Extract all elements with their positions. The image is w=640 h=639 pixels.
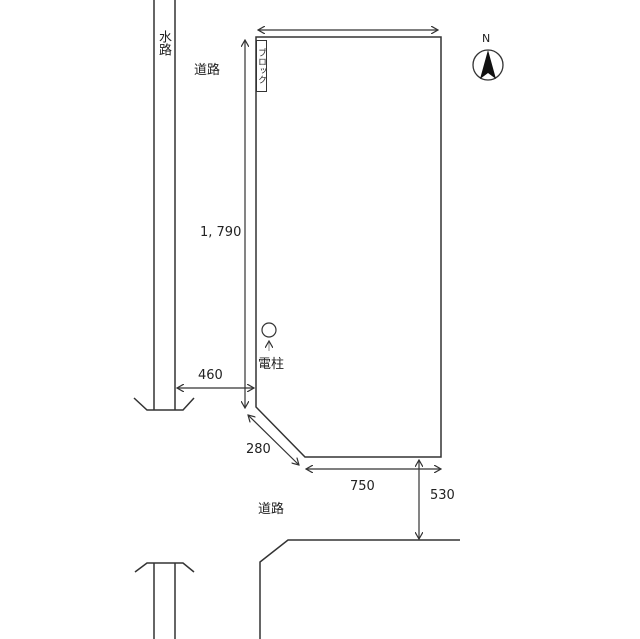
waterway-upper [133, 0, 195, 411]
lot-boundary [255, 36, 442, 458]
road-edge [259, 539, 460, 639]
utility-pole-label: 電柱 [258, 357, 285, 372]
dim-460-label: 460 [198, 368, 223, 383]
road-label-top: 道路 [194, 63, 221, 78]
road-label-bottom: 道路 [258, 502, 285, 517]
block-wall-label: ブロック [256, 40, 267, 92]
north-compass-icon [472, 49, 504, 81]
waterway-lower [134, 562, 195, 639]
utility-pole-icon [261, 322, 277, 338]
dim-left-label: 1, 790 [200, 225, 242, 240]
north-label: N [482, 32, 491, 45]
dim-280 [248, 415, 299, 465]
dim-280-label: 280 [246, 442, 271, 457]
waterway-label: 水路 [156, 30, 171, 56]
dim-750-label: 750 [350, 479, 375, 494]
dim-530-label: 530 [430, 488, 455, 503]
